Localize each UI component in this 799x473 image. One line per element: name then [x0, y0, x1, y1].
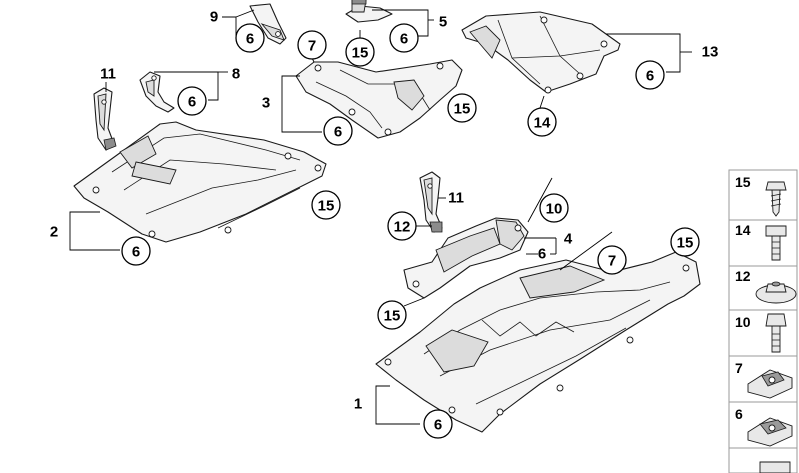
part-wheel-arch-liner [461, 11, 621, 94]
callout-15-panel-1-left-text: 15 [384, 308, 401, 325]
label-6-panel-4: 6 [538, 246, 546, 263]
label-5: 5 [439, 14, 447, 31]
callout-6-bracket-5: 6 [389, 23, 419, 53]
callout-7-panel-1-text: 7 [608, 253, 616, 270]
legend-label-7: 7 [735, 360, 743, 376]
callout-14-liner: 14 [527, 107, 557, 137]
callout-15-panel-1-right-text: 15 [677, 235, 694, 252]
clip-nut-7-icon [747, 369, 793, 399]
callout-15-panel-1-right: 15 [670, 227, 700, 257]
label-11-left: 11 [100, 66, 116, 83]
callout-12-text: 12 [394, 219, 411, 236]
leader-lines [69, 9, 692, 425]
callout-6-panel-3-text: 6 [334, 124, 342, 141]
callout-7-panel-1: 7 [597, 245, 627, 275]
callout-6-liner-text: 6 [646, 68, 654, 85]
legend-label-10: 10 [735, 314, 751, 330]
bolt-14-icon [765, 225, 787, 261]
callout-6-bracket-9-text: 6 [246, 31, 254, 48]
hardware-legend: 15 14 12 10 7 [728, 169, 798, 473]
part-bracket-11-center [419, 171, 443, 233]
callout-15-bracket-5-text: 15 [352, 45, 369, 62]
legend-partial-item-icon [759, 461, 791, 473]
label-3: 3 [262, 95, 270, 112]
callout-6-panel-1: 6 [423, 409, 453, 439]
part-bracket-9 [249, 3, 287, 45]
hex-bolt-10-icon [765, 313, 787, 353]
callout-6-bracket-8: 6 [177, 86, 207, 116]
callout-6-panel-2-text: 6 [132, 244, 140, 261]
legend-label-6: 6 [735, 406, 743, 422]
callout-15-panel-2-text: 15 [318, 198, 335, 215]
callout-6-bracket-9: 6 [235, 23, 265, 53]
label-1: 1 [354, 396, 362, 413]
callout-15-panel-3-text: 15 [454, 101, 471, 118]
label-2: 2 [50, 224, 58, 241]
label-4: 4 [564, 231, 573, 248]
part-bracket-5 [345, 0, 393, 23]
label-8: 8 [232, 66, 240, 83]
part-bracket-11-left [93, 87, 117, 151]
callout-15-panel-3: 15 [447, 93, 477, 123]
callout-6-bracket-8-text: 6 [188, 94, 196, 111]
callout-15-panel-1-left: 15 [377, 300, 407, 330]
part-underbody-panel-main [375, 251, 701, 433]
legend-label-12: 12 [735, 268, 751, 284]
callout-6-panel-1-text: 6 [434, 417, 442, 434]
part-underbody-panel-left [73, 121, 327, 243]
legend-label-14: 14 [735, 222, 751, 238]
callout-6-bracket-5-text: 6 [400, 31, 408, 48]
callout-7-panel-3-text: 7 [308, 38, 316, 55]
label-11-center: 11 [448, 190, 464, 207]
legend-label-15: 15 [735, 174, 751, 190]
part-underbody-panel-middle [295, 59, 463, 139]
screw-15-icon [765, 181, 787, 217]
callout-10-text: 10 [546, 201, 563, 218]
callout-6-panel-2: 6 [121, 236, 151, 266]
label-9: 9 [210, 9, 218, 26]
callout-10: 10 [539, 193, 569, 223]
callout-12: 12 [387, 211, 417, 241]
part-bracket-8 [139, 71, 175, 113]
callout-6-liner: 6 [635, 60, 665, 90]
label-13: 13 [702, 44, 719, 61]
callout-7-panel-3: 7 [297, 30, 327, 60]
callout-6-panel-3: 6 [323, 116, 353, 146]
callout-15-panel-2: 15 [311, 190, 341, 220]
part-side-member-bracket [403, 217, 529, 299]
callout-14-liner-text: 14 [534, 115, 551, 132]
nut-12-icon [755, 281, 797, 304]
spring-nut-6-icon [747, 417, 793, 447]
callout-15-bracket-5: 15 [345, 37, 375, 67]
